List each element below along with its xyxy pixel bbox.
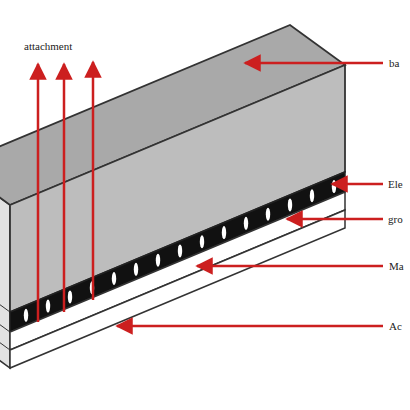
part-label: Ele	[388, 178, 403, 190]
groove-slot	[244, 217, 248, 230]
groove-slot	[156, 254, 160, 267]
leader-arrow	[117, 325, 383, 328]
groove-slot	[24, 309, 28, 322]
groove-slot	[200, 235, 204, 248]
groove-slot	[68, 290, 72, 303]
arrow-label: attachment	[24, 40, 72, 52]
groove-slot	[112, 272, 116, 285]
groove-slot	[134, 263, 138, 276]
leader-arrow	[332, 183, 383, 186]
part-label: Ma	[389, 260, 404, 272]
part-label: gro	[388, 213, 403, 225]
groove-slot	[178, 244, 182, 257]
leader-arrow	[287, 218, 383, 221]
acoustic-layer	[10, 210, 345, 368]
attachment-arrow	[92, 62, 95, 300]
leader-arrow	[245, 62, 383, 65]
leader-arrow	[197, 265, 383, 268]
groove-slot	[288, 198, 292, 211]
groove-slot	[332, 180, 336, 193]
groove-slot	[310, 189, 314, 202]
part-label: ba	[389, 57, 399, 69]
attachment-arrow	[37, 64, 40, 322]
groove-slot	[46, 300, 50, 313]
groove-slot	[266, 208, 270, 221]
attachment-arrow	[63, 64, 66, 312]
electrode-layer	[10, 172, 345, 332]
part-label: Ac	[389, 320, 402, 332]
groove-slot	[222, 226, 226, 239]
